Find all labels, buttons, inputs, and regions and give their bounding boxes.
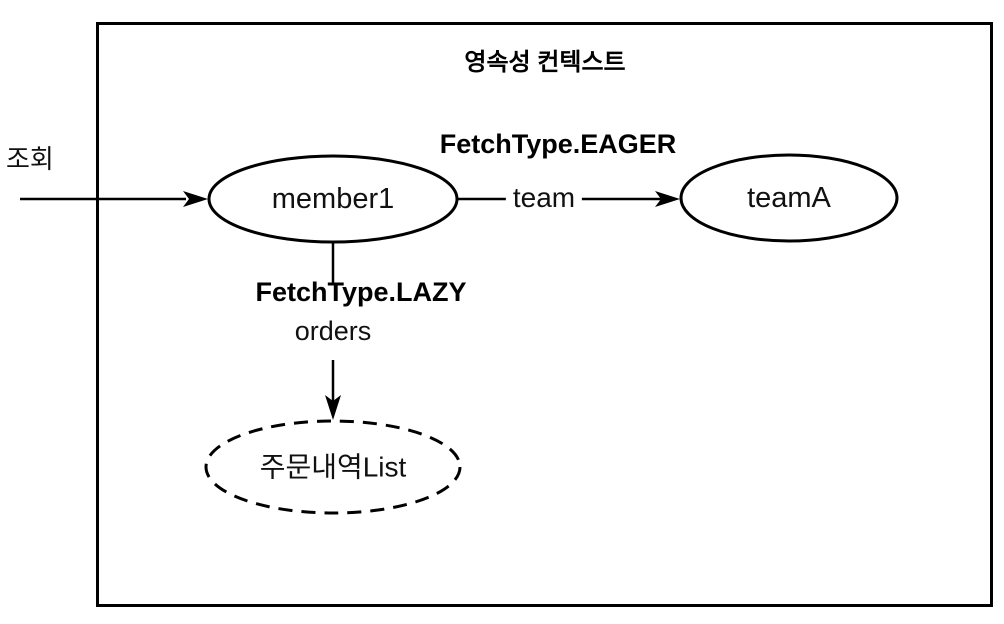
fetchtype-eager-annotation: FetchType.EAGER <box>439 129 677 159</box>
team-edge-label: team <box>505 182 583 214</box>
teamA-node-label: teamA <box>747 182 831 215</box>
orders-arrowhead-icon <box>325 395 341 420</box>
query-arrowhead-icon <box>183 191 208 207</box>
fetchtype-lazy-annotation: FetchType.LAZY <box>255 277 467 307</box>
teamA-node-ellipse <box>679 153 899 243</box>
orders-edge-label: orders <box>294 316 372 346</box>
team-arrowhead-icon <box>655 191 680 207</box>
member1-node-label: member1 <box>271 183 395 216</box>
persistence-context-box <box>96 22 993 607</box>
query-label: 조회 <box>6 144 54 174</box>
order-list-node-label: 주문내역List <box>259 451 407 483</box>
persistence-context-title: 영속성 컨텍스트 <box>464 49 626 76</box>
order-list-node-ellipse <box>204 419 462 515</box>
